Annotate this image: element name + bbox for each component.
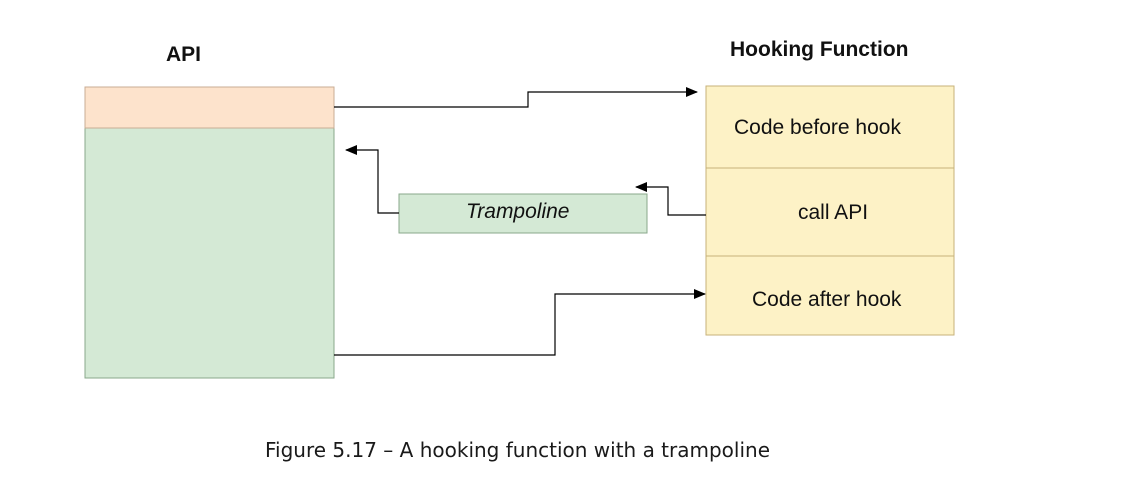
call-api-to-trampoline-arrow	[635, 182, 706, 216]
figure-caption: Figure 5.17 – A hooking function with a …	[265, 438, 771, 462]
trampoline-label: Trampoline	[466, 200, 570, 223]
call-api-label: call API	[798, 201, 869, 224]
code-before-hook-block	[705, 85, 955, 169]
code-after-hook-block	[705, 255, 955, 336]
api-body-block	[84, 127, 335, 379]
code-before-hook-label: Code before hook	[734, 116, 901, 139]
hooking-function-title: Hooking Function	[730, 38, 909, 61]
trampoline-to-api-arrow	[345, 145, 399, 214]
api-to-hook-arrow	[334, 87, 698, 108]
trampoline-block	[398, 193, 648, 234]
code-after-hook-label: Code after hook	[752, 288, 902, 311]
api-header-block	[84, 86, 335, 129]
call-api-block	[705, 167, 955, 257]
api-to-code-after-hook-arrow	[334, 289, 706, 356]
api-title: API	[166, 43, 202, 66]
